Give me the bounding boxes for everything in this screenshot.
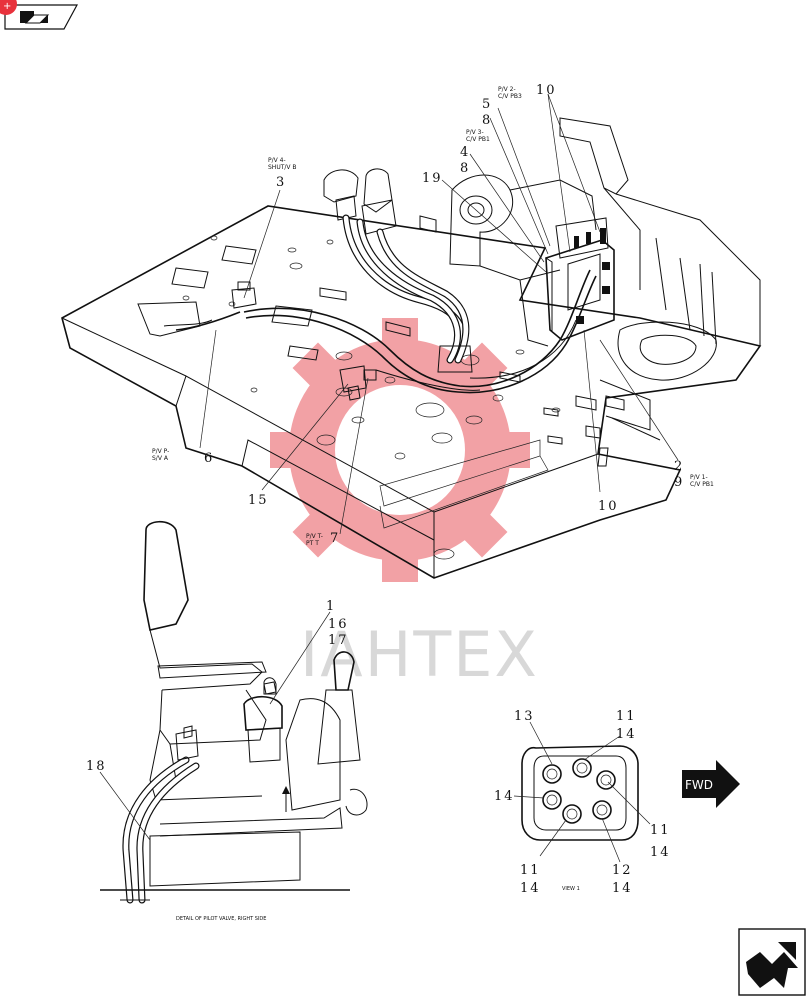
upper-frame	[61, 117, 762, 579]
next-page-button[interactable]	[738, 928, 806, 996]
callout-3: 3	[276, 175, 286, 190]
callouts: 3 6 5 8 4 8 10 19 2 9 10 15 7 1 16 17 18…	[86, 83, 684, 896]
svg-text:P/V 2-: P/V 2-	[498, 86, 516, 93]
svg-text:P/V 1-: P/V 1-	[690, 474, 708, 481]
callout-13: 13	[514, 709, 535, 724]
callout-11c: 11	[520, 863, 541, 878]
callout-8a: 8	[482, 113, 492, 128]
svg-text:+: +	[3, 1, 11, 12]
svg-text:P/V 4-: P/V 4-	[268, 157, 286, 164]
callout-14d: 14	[520, 881, 541, 896]
callout-14c: 14	[650, 845, 671, 860]
svg-text:P/V T-: P/V T-	[306, 533, 323, 540]
callout-9: 9	[674, 475, 684, 490]
book-icon	[4, 4, 78, 30]
svg-text:P/V P-: P/V P-	[152, 448, 169, 455]
callout-14b: 14	[494, 789, 515, 804]
callout-1: 1	[326, 599, 336, 614]
svg-text:C/V PB1: C/V PB1	[690, 481, 714, 488]
callout-8b: 8	[460, 161, 470, 176]
view-caption: VIEW 1	[562, 886, 580, 892]
view-1-connector	[521, 745, 639, 841]
svg-text:C/V PB1: C/V PB1	[466, 136, 490, 143]
svg-text:IAHTEX: IAHTEX	[300, 618, 539, 691]
svg-text:S/V A: S/V A	[152, 455, 169, 462]
callout-7: 7	[330, 531, 340, 546]
callout-11b: 11	[650, 823, 671, 838]
callout-16: 16	[328, 617, 349, 632]
callout-4: 4	[460, 145, 470, 160]
callout-11a: 11	[616, 709, 637, 724]
next-arrow-icon	[738, 928, 806, 996]
detail-caption: DETAIL OF PILOT VALVE, RIGHT SIDE	[176, 916, 266, 922]
navigation-tab[interactable]	[4, 4, 78, 30]
callout-10a: 10	[536, 83, 557, 98]
callout-14e: 14	[612, 881, 633, 896]
leader-lines	[99, 93, 679, 863]
seat-assembly	[100, 520, 368, 904]
badge: +	[0, 0, 17, 15]
callout-17: 17	[328, 633, 349, 648]
svg-text:PT T: PT T	[306, 540, 319, 547]
callout-19: 19	[422, 171, 443, 186]
fwd-arrow: FWD	[682, 760, 740, 808]
port-labels: P/V 2- C/V PB3 P/V 3- C/V PB1 P/V 4- SHU…	[152, 86, 714, 547]
callout-6: 6	[204, 451, 214, 466]
watermark: IAHTEX	[270, 318, 539, 691]
svg-text:SHUT/V B: SHUT/V B	[268, 164, 297, 171]
upper-pilot-valve	[137, 168, 615, 401]
port-circles	[542, 758, 616, 824]
callout-14a: 14	[616, 727, 637, 742]
callout-18: 18	[86, 759, 107, 774]
svg-text:P/V 3-: P/V 3-	[466, 129, 484, 136]
callout-5: 5	[482, 97, 492, 112]
callout-10b: 10	[598, 499, 619, 514]
svg-text:C/V PB3: C/V PB3	[498, 93, 522, 100]
svg-text:FWD: FWD	[685, 778, 713, 792]
callout-2: 2	[674, 459, 684, 474]
callout-15: 15	[248, 493, 269, 508]
callout-12: 12	[612, 863, 633, 878]
